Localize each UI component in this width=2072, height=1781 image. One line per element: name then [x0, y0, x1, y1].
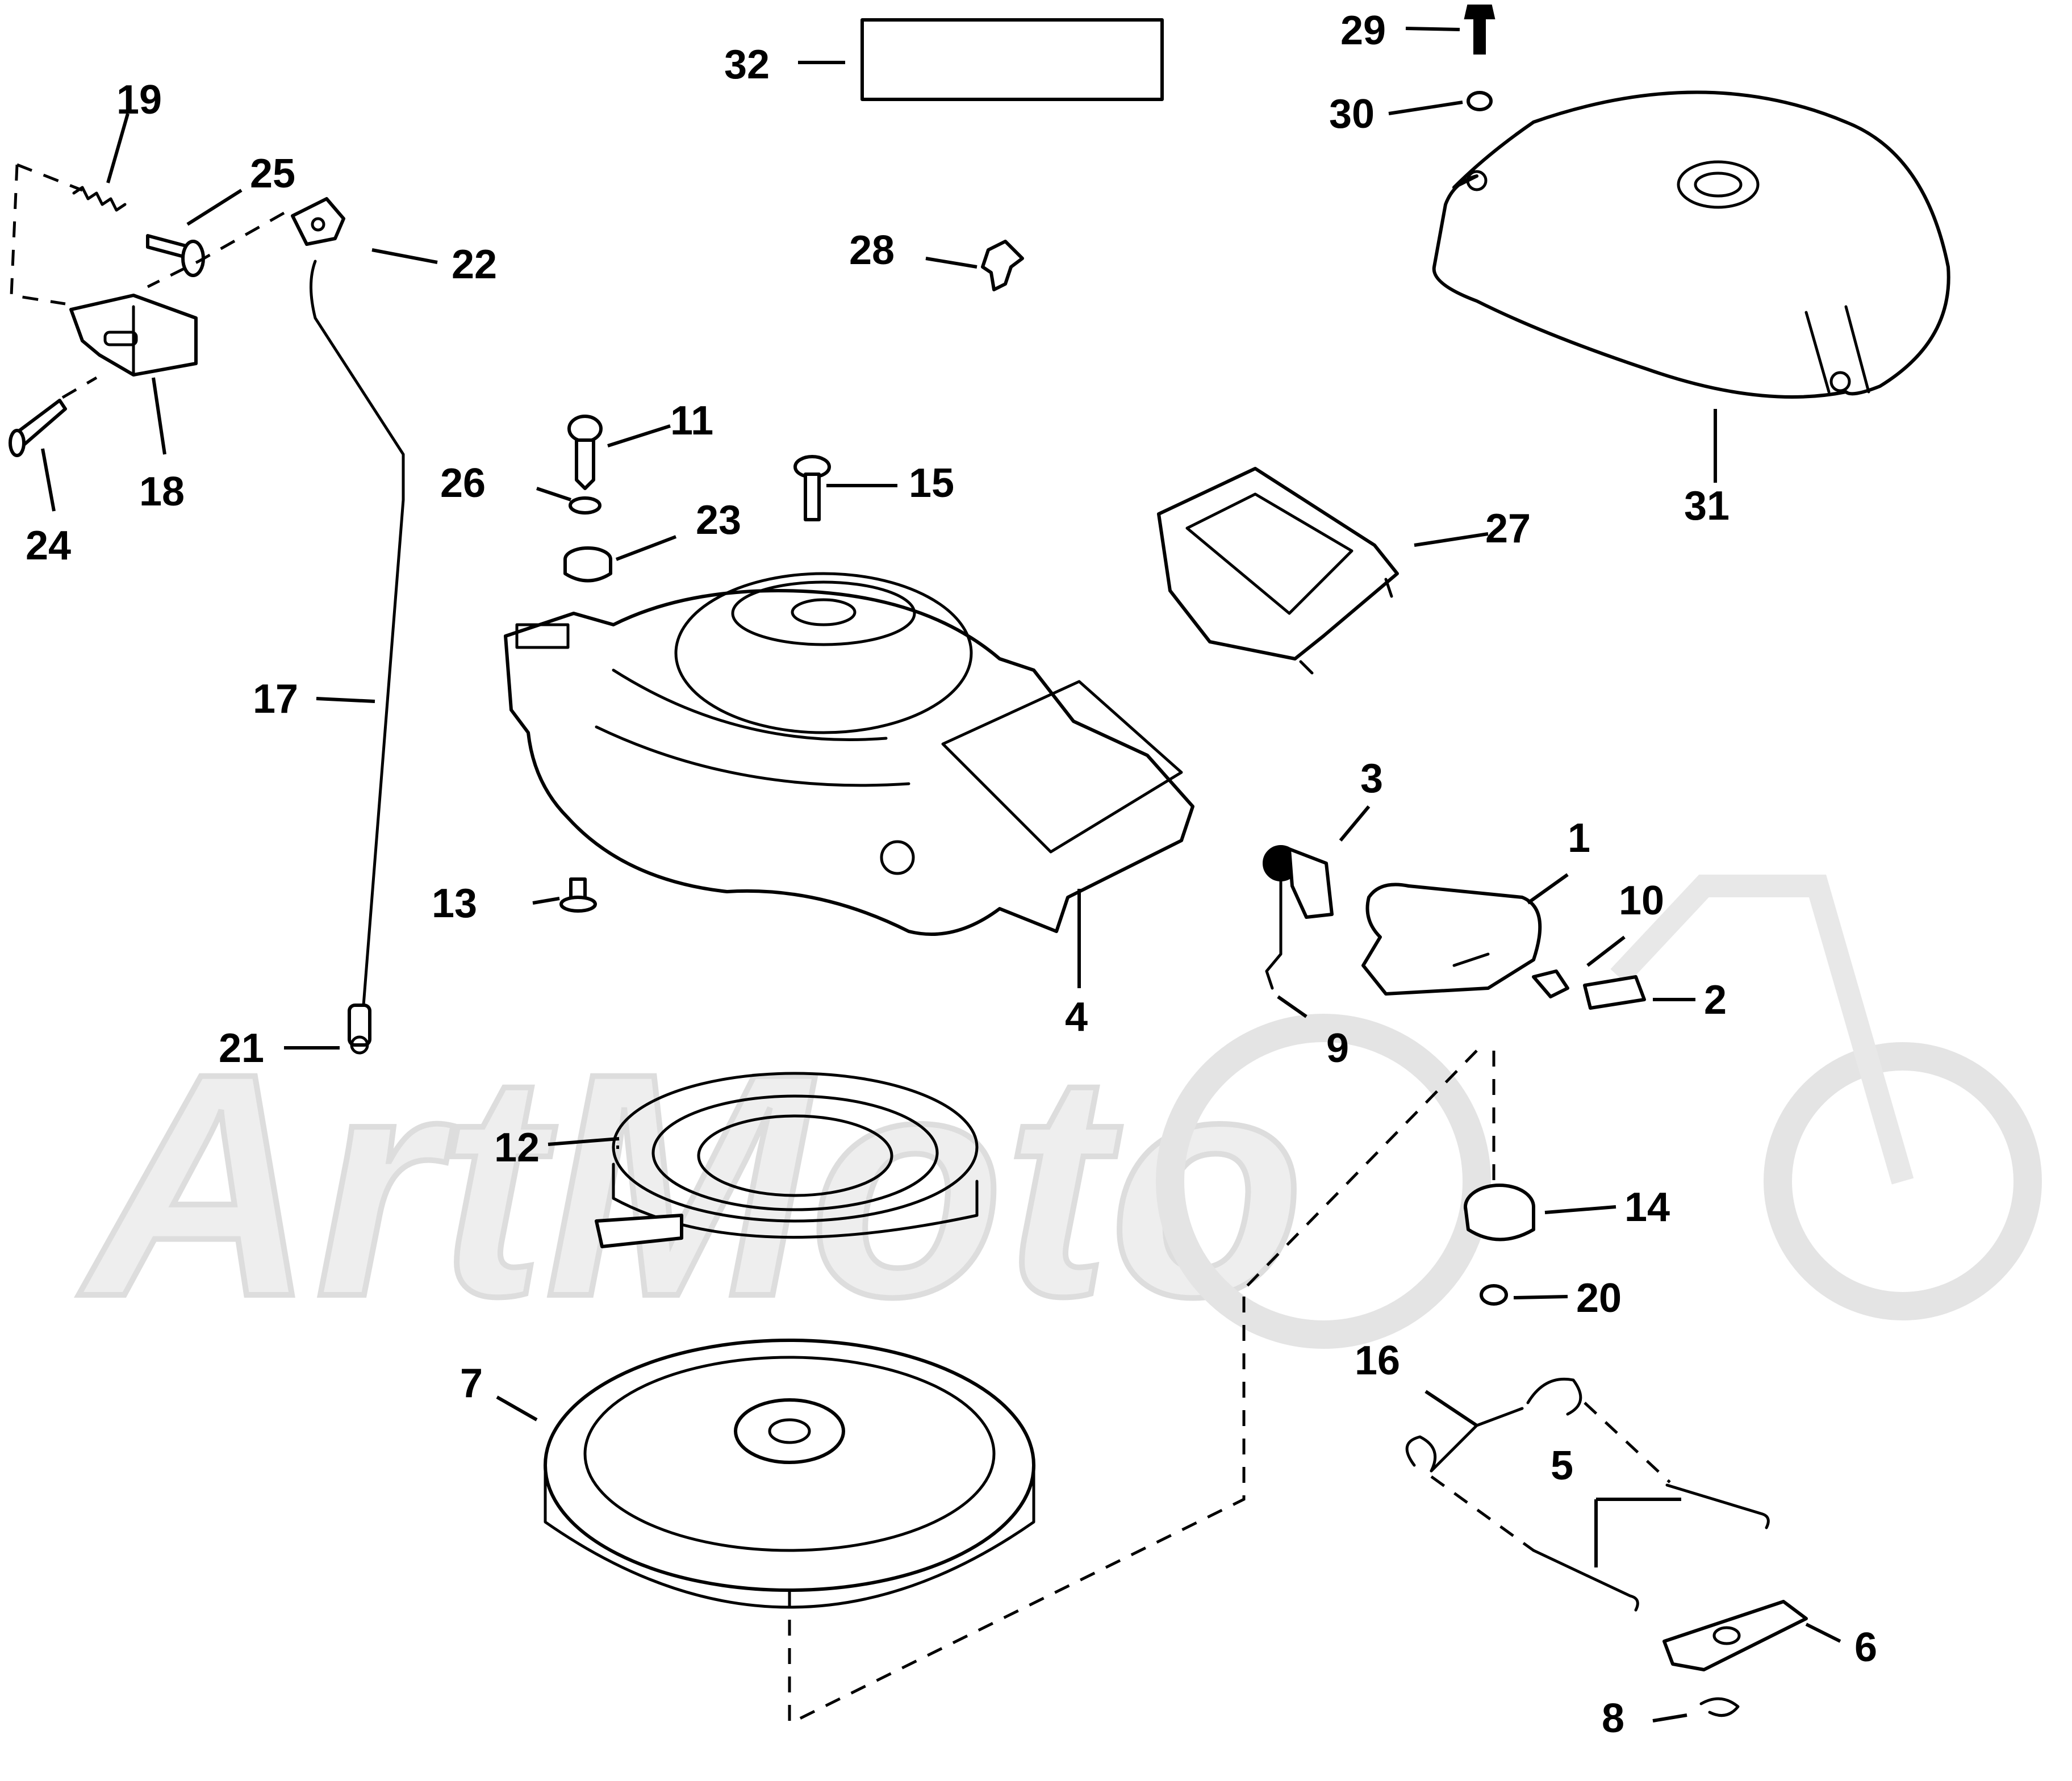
- part-17-link-rod: [310, 260, 405, 1041]
- part-12-rewind-spring: [595, 1072, 979, 1248]
- part-26-washer: [569, 496, 601, 515]
- part-24-pin: [9, 399, 67, 457]
- part-14-cam: [1464, 1184, 1535, 1241]
- callout-19: 19: [116, 77, 162, 123]
- part-15-screw: [793, 455, 831, 521]
- callout-25: 25: [250, 151, 295, 197]
- callout-27: 27: [1485, 506, 1531, 551]
- callout-4: 4: [1065, 994, 1088, 1040]
- callout-14: 14: [1624, 1185, 1670, 1230]
- callout-23: 23: [696, 497, 741, 543]
- callout-21: 21: [219, 1026, 264, 1071]
- leader-lines: [41, 27, 1841, 1723]
- callout-32: 32: [724, 42, 770, 87]
- callout-9: 9: [1326, 1026, 1349, 1071]
- watermark-text: ArtMoto: [76, 1007, 1304, 1362]
- part-8-clip: [1699, 1697, 1740, 1717]
- callout-15: 15: [909, 461, 954, 506]
- part-7-rope-pulley: [544, 1339, 1035, 1609]
- callout-12: 12: [494, 1125, 540, 1170]
- part-22-clamp: [291, 197, 345, 246]
- callout-5: 5: [1551, 1443, 1573, 1489]
- part-1-starter-handle: [1361, 883, 1542, 996]
- part-21-rod-end: [348, 1004, 371, 1055]
- callout-18: 18: [139, 469, 185, 515]
- callout-3: 3: [1360, 756, 1383, 801]
- callout-17: 17: [253, 676, 298, 722]
- part-13-rivet: [559, 877, 597, 913]
- callout-10: 10: [1619, 878, 1664, 923]
- callout-1: 1: [1568, 816, 1590, 861]
- part-28-clip: [981, 240, 1024, 291]
- part-3-pulley: [1263, 845, 1334, 919]
- part-23-grommet: [563, 546, 612, 583]
- callout-29: 29: [1340, 8, 1386, 53]
- callout-24: 24: [26, 523, 71, 568]
- watermark-wheel-rear: [1764, 1042, 2042, 1320]
- part-29-screw: [1464, 5, 1495, 55]
- callout-13: 13: [432, 881, 477, 926]
- part-9-rope: [1265, 879, 1283, 990]
- watermark-wheel-front: [1156, 1014, 1491, 1349]
- callout-7: 7: [460, 1361, 483, 1406]
- part-20-nut: [1480, 1284, 1508, 1306]
- callout-11: 11: [670, 398, 713, 444]
- watermark-frame: [1610, 875, 1914, 1185]
- callout-20: 20: [1576, 1276, 1622, 1321]
- assembly-dash-lines: [10, 163, 1671, 1723]
- callout-labels: 32 29 30 31 28 27 11 26 23 15 13 17 21 2…: [26, 8, 1877, 1741]
- callout-26: 26: [440, 461, 486, 506]
- part-18-bracket: [69, 294, 198, 377]
- part-32-label-plate: [860, 18, 1164, 101]
- part-4-starter-housing: [504, 572, 1194, 936]
- part-27-handle-bezel: [1157, 467, 1399, 675]
- callout-22: 22: [452, 242, 497, 287]
- callout-16: 16: [1355, 1338, 1400, 1383]
- part-5-links: [1532, 1483, 1770, 1612]
- callout-2: 2: [1704, 977, 1727, 1023]
- part-30-nut: [1467, 91, 1493, 111]
- part-11-screw: [567, 415, 603, 490]
- part-10-handle-insert: [1532, 969, 1569, 998]
- part-6-pawl: [1662, 1600, 1808, 1671]
- callout-6: 6: [1854, 1625, 1877, 1670]
- watermark: ArtMoto: [73, 875, 2042, 1365]
- part-2-cap: [1583, 975, 1646, 1010]
- part-25-pin: [146, 234, 205, 277]
- part-31-top-cover: [1432, 90, 1950, 399]
- callout-28: 28: [849, 228, 895, 273]
- callout-8: 8: [1602, 1696, 1624, 1741]
- callout-30: 30: [1329, 91, 1375, 137]
- part-19-spring: [72, 186, 127, 212]
- callout-31: 31: [1684, 483, 1730, 529]
